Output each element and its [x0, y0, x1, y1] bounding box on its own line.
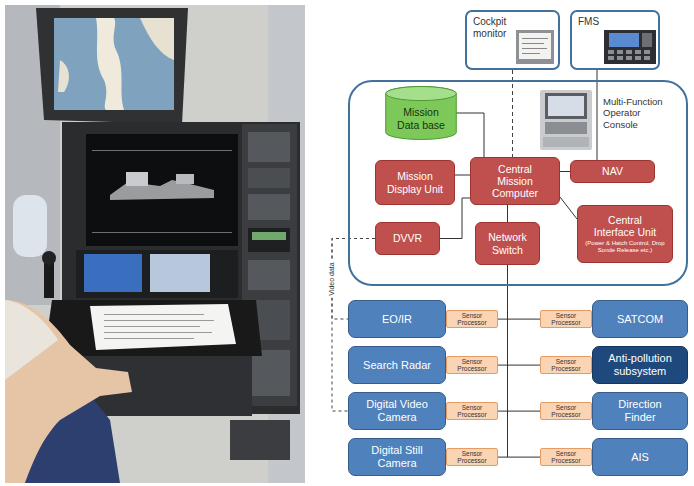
- fms-keypad-picture: [604, 30, 656, 64]
- box-label: FMS: [578, 16, 599, 28]
- process-box: Mission Display Unit: [375, 160, 455, 205]
- box-label: Sensor Processor: [543, 358, 589, 372]
- processor-box: Sensor Processor: [446, 402, 498, 420]
- monitor-box: Cockpit monitor: [465, 10, 560, 70]
- connector-line: [498, 265, 508, 411]
- box-label: DVVR: [393, 232, 422, 244]
- connector-line: [597, 70, 598, 160]
- box-label: Cockpit monitor: [473, 16, 519, 39]
- box-label: Mission Data base: [393, 106, 449, 130]
- box-label: Sensor Processor: [449, 404, 495, 418]
- edge-label: Video data: [328, 260, 336, 297]
- connector-line: [560, 171, 570, 172]
- box-label: Network Switch: [482, 231, 534, 255]
- sensor-box: Direction Finder: [592, 392, 688, 430]
- console-label: Multi-Function Operator Console: [603, 96, 669, 130]
- box-label: Anti-pollution subsystem: [602, 352, 678, 377]
- sensor-box: SATCOM: [592, 300, 688, 338]
- box-label: Sensor Processor: [449, 312, 495, 326]
- console-picture: [540, 90, 592, 150]
- sensor-box: Search Radar: [348, 346, 446, 384]
- connector-line: [508, 265, 541, 457]
- box-label: Sensor Processor: [543, 312, 589, 326]
- connector-line: [507, 205, 508, 222]
- box-label: Sensor Processor: [449, 450, 495, 464]
- processor-box: Sensor Processor: [446, 356, 498, 374]
- sensor-box: EO/IR: [348, 300, 446, 338]
- box-label: Digital Video Camera: [359, 398, 435, 423]
- connector-line: [498, 265, 508, 365]
- video-link: [512, 70, 513, 157]
- connector-line: [508, 265, 541, 411]
- connector-line: [498, 265, 508, 457]
- process-box: NAV: [570, 160, 655, 183]
- cabin-photo: [5, 5, 305, 483]
- process-box: Central Mission Computer: [470, 157, 560, 205]
- sensor-box: AIS: [592, 438, 688, 476]
- box-label: Digital Still Camera: [359, 444, 435, 469]
- box-note: (Power & Hatch Control, Drop Sonde Relea…: [582, 240, 668, 254]
- box-label: Search Radar: [363, 359, 431, 372]
- process-box: Central Interface Unit (Power & Hatch Con…: [577, 205, 673, 263]
- connector-line: [456, 113, 484, 157]
- box-label: SATCOM: [617, 313, 663, 326]
- box-label: Sensor Processor: [543, 450, 589, 464]
- subsystem-box: Anti-pollution subsystem: [592, 346, 688, 384]
- connector-line: [498, 265, 508, 319]
- box-label: EO/IR: [382, 313, 412, 326]
- connector-line: [508, 265, 541, 319]
- box-label: AIS: [631, 451, 649, 464]
- sensor-box: Digital Video Camera: [348, 392, 446, 430]
- cockpit-screen-picture: [516, 30, 554, 64]
- box-label: NAV: [602, 165, 623, 177]
- processor-box: Sensor Processor: [446, 310, 498, 328]
- processor-box: Sensor Processor: [540, 402, 592, 420]
- box-label: Central Interface Unit: [588, 214, 662, 238]
- box-label: Sensor Processor: [449, 358, 495, 372]
- database-cylinder: Mission Data base: [385, 86, 457, 140]
- processor-box: Sensor Processor: [540, 448, 592, 466]
- fms-box: FMS: [570, 10, 660, 70]
- box-label: Sensor Processor: [543, 404, 589, 418]
- process-box: DVVR: [375, 222, 440, 255]
- connector-line: [508, 265, 541, 365]
- box-label: Direction Finder: [602, 398, 678, 423]
- processor-box: Sensor Processor: [540, 356, 592, 374]
- process-box: Network Switch: [475, 222, 540, 265]
- connector-line: [455, 175, 470, 176]
- box-label: Central Mission Computer: [485, 163, 545, 199]
- sensor-box: Digital Still Camera: [348, 438, 446, 476]
- processor-box: Sensor Processor: [446, 448, 498, 466]
- box-label: Mission Display Unit: [382, 170, 448, 194]
- connector-line: [560, 197, 577, 219]
- processor-box: Sensor Processor: [540, 310, 592, 328]
